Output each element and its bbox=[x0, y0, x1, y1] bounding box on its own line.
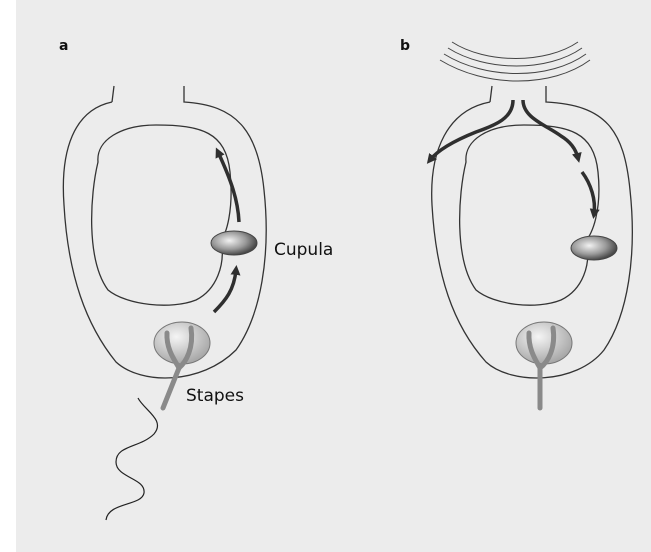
panel-a-outer-wall-left-stub bbox=[112, 86, 114, 102]
panel-b-flow-arrow-lower bbox=[582, 172, 594, 214]
panel-a-inner-wall bbox=[92, 125, 231, 305]
panel-b-flow-arrow-right bbox=[523, 100, 578, 158]
panel-b-flow-arrow-left bbox=[430, 100, 513, 160]
panel-b-label: b bbox=[400, 38, 410, 54]
diagram-canvas bbox=[16, 0, 651, 552]
figure-panel: a b Cupula Stapes bbox=[16, 0, 651, 552]
cupula-label: Cupula bbox=[274, 240, 333, 260]
panel-b-cupula-shape bbox=[571, 236, 617, 260]
panel-b-outer-wall-left-stub bbox=[490, 86, 492, 102]
panel-a-label: a bbox=[59, 38, 68, 54]
panel-b-oval-window bbox=[516, 322, 572, 364]
panel-a-cupula-shape bbox=[211, 231, 257, 255]
panel-b-inner-wall bbox=[460, 125, 599, 305]
panel-a-oval-window bbox=[154, 322, 210, 364]
panel-b-wave-arcs bbox=[440, 42, 590, 81]
panel-a-sound-wave bbox=[106, 398, 158, 520]
stapes-label: Stapes bbox=[186, 386, 244, 406]
